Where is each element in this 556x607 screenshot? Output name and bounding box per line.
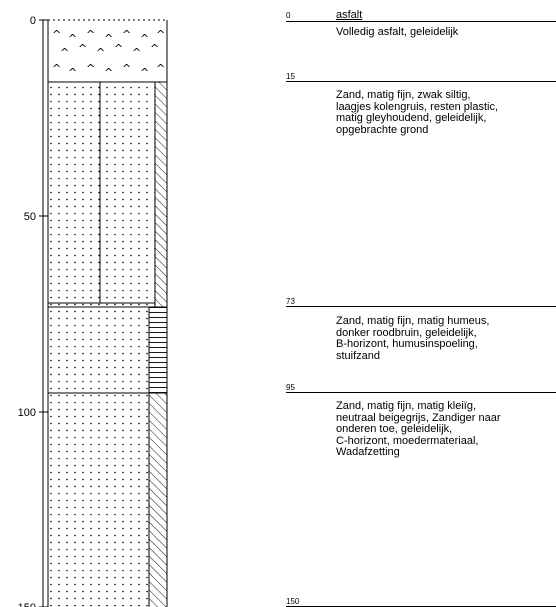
svg-text:^: ^ — [122, 62, 131, 75]
svg-text:^: ^ — [150, 42, 159, 55]
svg-text:^: ^ — [68, 66, 77, 79]
layer-3-depth: 73 — [286, 297, 295, 306]
svg-text:^: ^ — [156, 28, 165, 41]
layer-humic-sand-column — [47, 306, 168, 394]
depth-ticks — [39, 19, 48, 607]
svg-text:^: ^ — [78, 42, 87, 55]
svg-text:^: ^ — [140, 32, 149, 45]
depth-tick-label-0: 0 — [30, 15, 36, 27]
svg-text:^: ^ — [140, 66, 149, 79]
layer-clayey-sand-column — [47, 392, 168, 607]
layer-1-name: asfalt — [336, 9, 363, 21]
layer-4-depth: 95 — [286, 383, 295, 392]
layer-3-description: Zand, matig fijn, matig humeus, donker r… — [336, 315, 490, 362]
depth-tick-label-150: 150 — [18, 602, 36, 607]
svg-text:^: ^ — [52, 62, 61, 75]
layer-fill-sand-column — [47, 81, 168, 308]
layer-2-rule — [286, 81, 556, 82]
svg-text:^: ^ — [86, 62, 95, 75]
layer-1-depth: 0 — [286, 11, 291, 20]
svg-text:^: ^ — [114, 42, 123, 55]
svg-text:^: ^ — [104, 66, 113, 79]
svg-text:^: ^ — [60, 46, 69, 59]
svg-text:^: ^ — [86, 28, 95, 41]
svg-text:^: ^ — [132, 46, 141, 59]
svg-text:^: ^ — [122, 28, 131, 41]
svg-text:^: ^ — [104, 32, 113, 45]
layer-4-rule — [286, 392, 556, 393]
layer-3-rule — [286, 306, 556, 307]
svg-text:^: ^ — [156, 62, 165, 75]
depth-tick-label-50: 50 — [24, 211, 36, 223]
layer-1-description: Volledig asfalt, geleidelijk — [336, 26, 459, 38]
layer-2-description: Zand, matig fijn, zwak siltig, laagjes k… — [336, 89, 499, 136]
layer-4-description: Zand, matig fijn, matig kleiïg, neutraal… — [336, 400, 501, 459]
svg-text:^: ^ — [68, 32, 77, 45]
layer-bottom-depth: 150 — [286, 597, 300, 606]
layer-1-rule — [286, 21, 556, 22]
svg-text:^: ^ — [52, 28, 61, 41]
layer-2-depth: 15 — [286, 72, 295, 81]
svg-text:^: ^ — [96, 46, 105, 59]
depth-tick-label-100: 100 — [18, 407, 36, 419]
layer-asphalt-column: ^^^^^^^ ^^^^^^ ^^^^^^^ — [47, 19, 168, 83]
